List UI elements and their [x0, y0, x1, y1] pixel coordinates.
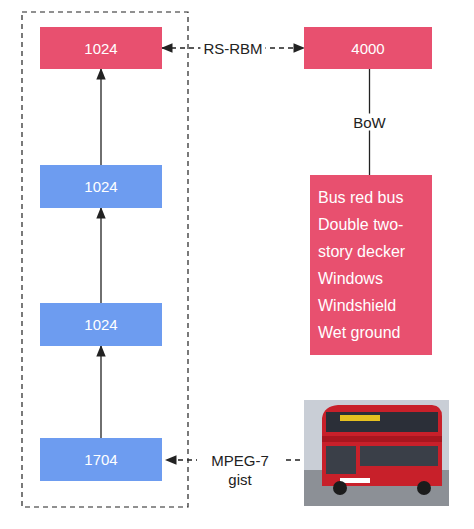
bus-photo: [304, 400, 449, 506]
feature-label: MPEG-7 gist: [197, 451, 283, 489]
node-text: 4000: [351, 40, 384, 57]
node-text: 1024: [84, 316, 117, 333]
node-text: 1024: [84, 178, 117, 195]
edge-label: RS-RBM: [200, 40, 265, 57]
tag-list-box: Bus red bus Double two-story decker Wind…: [310, 175, 432, 355]
input-layer-box: 1704: [40, 438, 162, 481]
hidden-layer-box: 1024: [40, 303, 162, 346]
node-text: Bus red bus Double two-story decker Wind…: [318, 184, 424, 346]
node-text: 1704: [84, 451, 117, 468]
connector-arrow: [100, 208, 101, 303]
node-text: 1024: [84, 40, 117, 57]
edge-label: BoW: [350, 114, 389, 131]
connector-arrow: [100, 346, 101, 438]
hidden-layer-box: 1024: [40, 165, 162, 208]
dashed-group-frame: [22, 12, 188, 507]
output-layer-box: 1024: [40, 27, 162, 69]
text-layer-box: 4000: [304, 27, 432, 69]
connector-arrow: [100, 69, 101, 165]
